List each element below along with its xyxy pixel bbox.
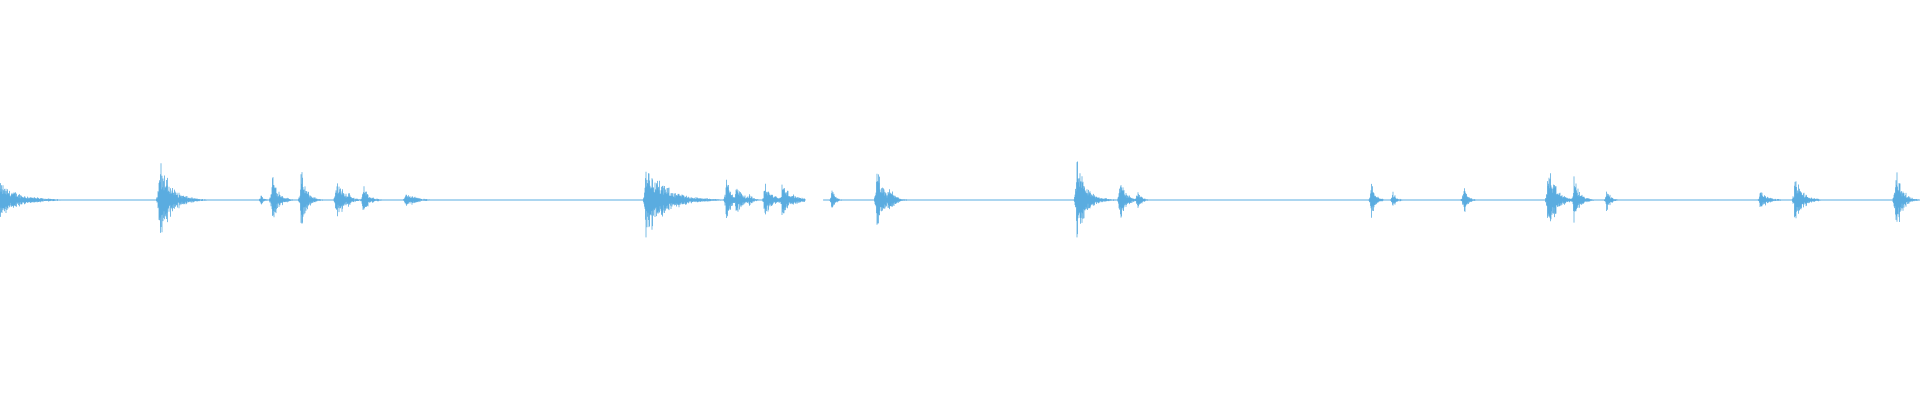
- waveform-signal: [0, 161, 1919, 238]
